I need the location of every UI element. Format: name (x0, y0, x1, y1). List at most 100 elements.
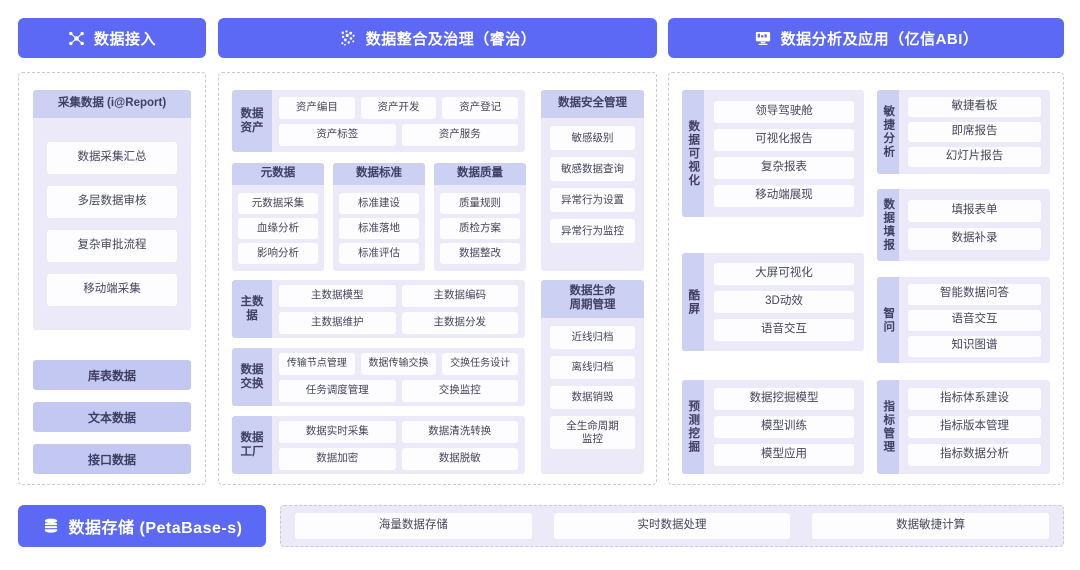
item-chip[interactable]: 数据敏捷计算 (812, 513, 1050, 539)
item-chip[interactable]: 离线归档 (550, 356, 635, 379)
item-chip[interactable]: 大屏可视化 (714, 263, 854, 285)
item-chip[interactable]: 元数据采集 (238, 192, 318, 214)
item-chip[interactable]: 数据传输交换 (360, 352, 437, 375)
header-label: 数据整合及治理（睿治） (365, 30, 537, 48)
group-data-asset: 数据资产 资产编目 资产开发 资产登记 资产标签 资产服务 (232, 90, 525, 152)
item-chip[interactable]: 资产编目 (279, 96, 355, 119)
group-collect-data: 采集数据 (i@Report) 数据采集汇总 多层数据审核 复杂审批流程 移动端… (33, 90, 191, 330)
item-chip[interactable]: 指标版本管理 (908, 416, 1041, 438)
group-label: 数据工厂 (232, 416, 272, 474)
item-chip[interactable]: 智能数据问答 (908, 283, 1041, 305)
item-chip[interactable]: 交换监控 (401, 379, 518, 402)
group-label-text: 主数据 (240, 295, 264, 322)
item-chip[interactable]: 语音交互 (714, 319, 854, 341)
group-label-text: 敏捷分析 (882, 105, 895, 159)
bar-table-data[interactable]: 库表数据 (33, 360, 191, 390)
item-chip[interactable]: 标准评估 (339, 242, 419, 264)
item-chip[interactable]: 资产服务 (401, 123, 518, 146)
item-chip[interactable]: 标准落地 (339, 217, 419, 239)
item-chip[interactable]: 全生命周期监控 (550, 416, 635, 449)
item-chip[interactable]: 主数据编码 (401, 284, 518, 307)
item-chip[interactable]: 数据脱敏 (401, 447, 518, 470)
group-label: 数据可视化 (682, 90, 704, 217)
item-chip[interactable]: 敏捷看板 (908, 97, 1041, 117)
group-label-text: 智问 (882, 306, 895, 334)
item-chip[interactable]: 交换任务设计 (442, 352, 519, 375)
group-label: 预测挖掘 (682, 380, 704, 474)
item-chip[interactable]: 任务调度管理 (279, 379, 396, 402)
item-chip[interactable]: 敏感数据查询 (550, 157, 635, 181)
item-chip[interactable]: 3D动效 (714, 291, 854, 313)
footer-data-storage-title[interactable]: 数据存储 (PetaBase-s) (18, 505, 266, 547)
group-header: 采集数据 (i@Report) (33, 90, 191, 118)
item-chip[interactable]: 模型应用 (714, 444, 854, 466)
item-chip[interactable]: 近线归档 (550, 326, 635, 349)
item-chip[interactable]: 主数据维护 (279, 311, 396, 334)
item-chip[interactable]: 模型训练 (714, 416, 854, 438)
item-chip[interactable]: 资产登记 (442, 96, 519, 119)
group-header: 元数据 (232, 163, 324, 185)
group-label: 敏捷分析 (877, 90, 899, 174)
item-chip[interactable]: 移动端采集 (47, 274, 177, 306)
group-label-text: 数据工厂 (240, 431, 264, 458)
item-chip[interactable]: 主数据分发 (401, 311, 518, 334)
group-label-text: 数据交换 (240, 363, 264, 390)
item-chip[interactable]: 标准建设 (339, 192, 419, 214)
bar-text-data[interactable]: 文本数据 (33, 402, 191, 432)
item-chip[interactable]: 血缘分析 (238, 217, 318, 239)
item-chip[interactable]: 数据清洗转换 (401, 420, 518, 443)
group-metadata: 元数据 元数据采集 血缘分析 影响分析 (232, 163, 324, 271)
item-chip[interactable]: 资产标签 (279, 123, 396, 146)
item-chip[interactable]: 资产开发 (360, 96, 437, 119)
scatter-dots-icon (339, 29, 357, 47)
group-data-lifecycle: 数据生命周期管理 近线归档 离线归档 数据销毁 全生命周期监控 (541, 280, 644, 474)
item-chip[interactable]: 质检方案 (440, 217, 520, 239)
item-chip[interactable]: 实时数据处理 (553, 513, 791, 539)
group-label: 数据填报 (877, 189, 899, 261)
item-chip[interactable]: 数据加密 (279, 447, 396, 470)
header-label: 数据分析及应用（亿信ABI） (780, 30, 979, 48)
item-chip[interactable]: 海量数据存储 (295, 513, 532, 539)
header-data-governance[interactable]: 数据整合及治理（睿治） (218, 18, 657, 58)
group-data-exchange: 数据交换 传输节点管理 数据传输交换 交换任务设计 任务调度管理 交换监控 (232, 348, 525, 406)
header-data-ingestion[interactable]: 数据接入 (18, 18, 206, 58)
group-label-text: 数据填报 (882, 198, 895, 252)
item-chip[interactable]: 数据采集汇总 (47, 142, 177, 174)
item-chip[interactable]: 即席报告 (908, 122, 1041, 142)
item-chip[interactable]: 数据补录 (908, 228, 1041, 250)
group-header: 数据生命周期管理 (541, 280, 644, 318)
group-agile-analysis: 敏捷分析 敏捷看板 即席报告 幻灯片报告 (877, 90, 1050, 174)
item-chip[interactable]: 幻灯片报告 (908, 147, 1041, 167)
database-icon (42, 517, 60, 535)
item-chip[interactable]: 数据销毁 (550, 386, 635, 409)
group-label-text: 酷屏 (687, 288, 700, 316)
item-chip[interactable]: 影响分析 (238, 242, 318, 264)
item-chip[interactable]: 移动端展现 (714, 184, 854, 207)
item-chip[interactable]: 主数据模型 (279, 284, 396, 307)
header-label: 数据接入 (93, 30, 156, 48)
item-chip[interactable]: 可视化报告 (714, 128, 854, 151)
group-label-text: 预测挖掘 (687, 400, 700, 454)
group-label: 数据资产 (232, 90, 272, 152)
item-chip[interactable]: 指标体系建设 (908, 388, 1041, 410)
item-chip[interactable]: 数据实时采集 (279, 420, 396, 443)
item-chip[interactable]: 多层数据审核 (47, 186, 177, 218)
item-chip[interactable]: 语音交互 (908, 309, 1041, 331)
item-chip[interactable]: 异常行为设置 (550, 188, 635, 212)
item-chip[interactable]: 复杂审批流程 (47, 230, 177, 262)
item-chip[interactable]: 领导驾驶舱 (714, 100, 854, 123)
item-chip[interactable]: 传输节点管理 (279, 352, 355, 375)
monitor-icon (754, 29, 772, 47)
item-chip[interactable]: 质量规则 (440, 192, 520, 214)
item-chip[interactable]: 异常行为监控 (550, 219, 635, 243)
item-chip[interactable]: 指标数据分析 (908, 444, 1041, 466)
bar-api-data[interactable]: 接口数据 (33, 444, 191, 474)
item-chip[interactable]: 复杂报表 (714, 156, 854, 179)
item-chip[interactable]: 填报表单 (908, 200, 1041, 222)
item-chip[interactable]: 数据挖掘模型 (714, 388, 854, 410)
item-chip[interactable]: 数据整改 (440, 242, 520, 264)
item-chip[interactable]: 敏感级别 (550, 126, 635, 150)
header-data-analytics[interactable]: 数据分析及应用（亿信ABI） (668, 18, 1064, 58)
item-chip[interactable]: 知识图谱 (908, 335, 1041, 357)
